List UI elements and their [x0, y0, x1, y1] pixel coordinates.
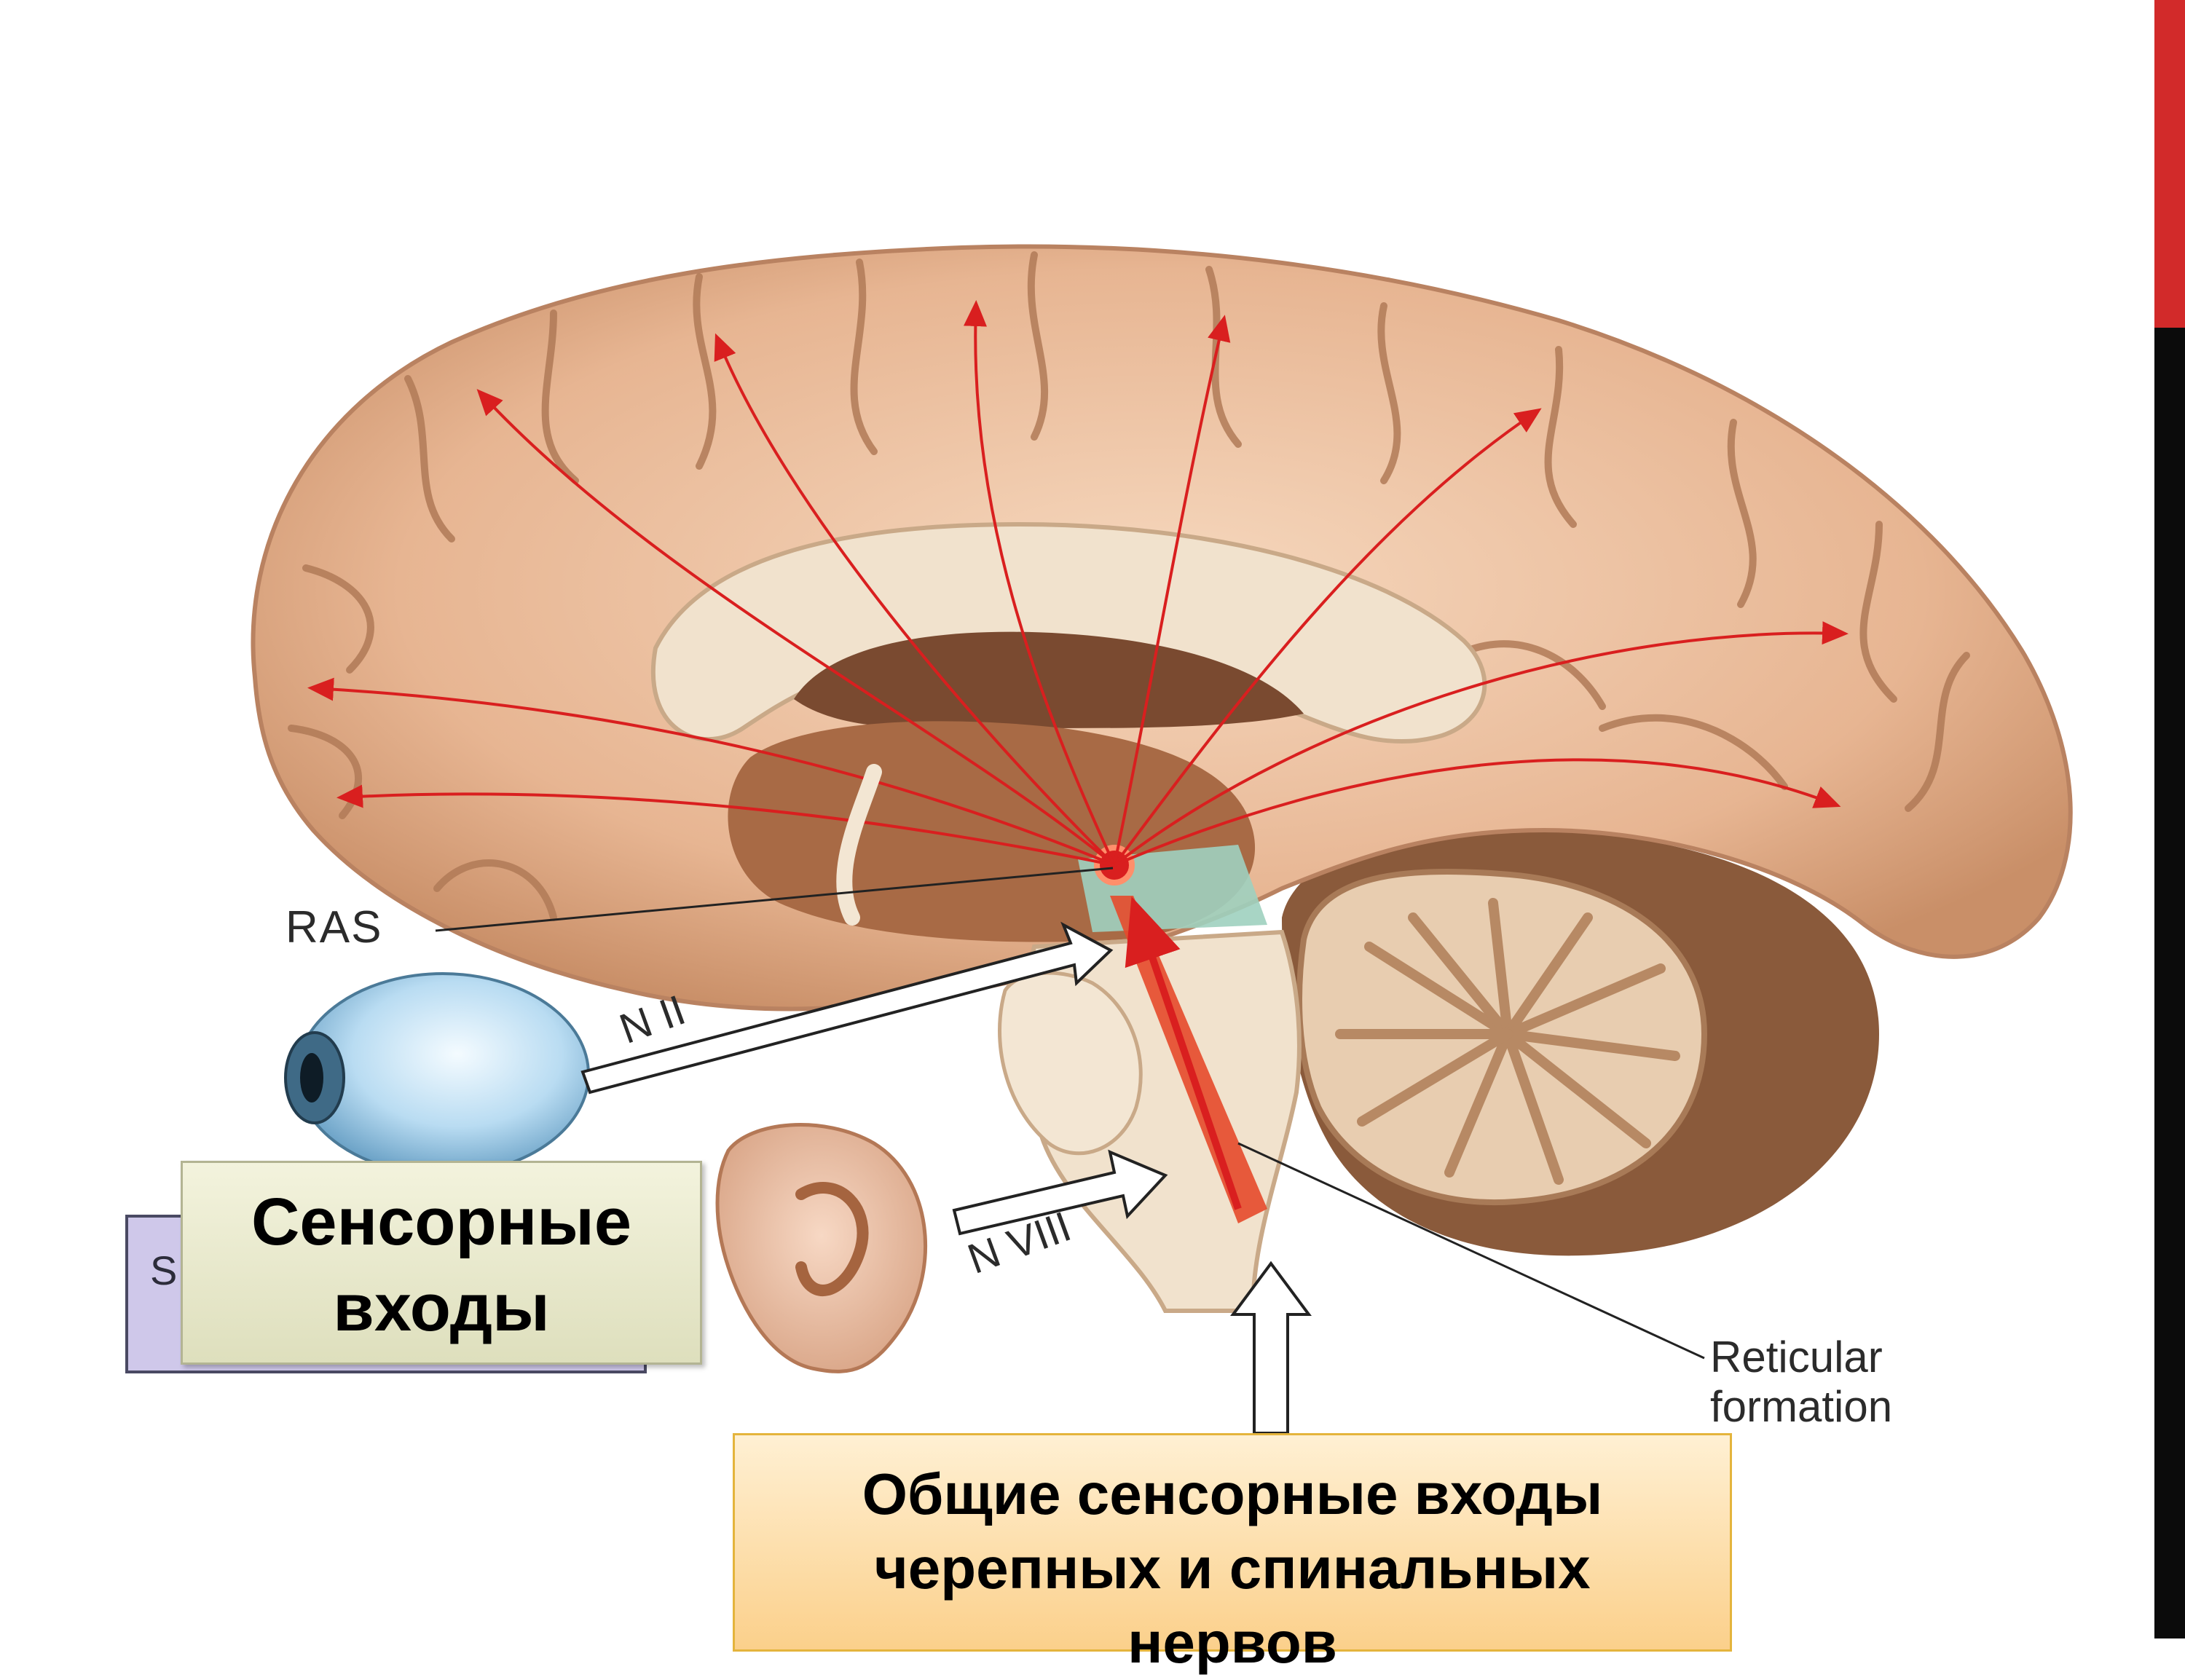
general-sensory-inputs-box: Общие сенсорные входы черепных и спиналь… — [733, 1433, 1732, 1675]
reticular-label-line2: formation — [1710, 1382, 1893, 1431]
hidden-box-text: S — [150, 1247, 178, 1293]
brain-diagram — [251, 244, 2073, 1435]
eye-illustration — [284, 972, 590, 1176]
ascending-arrow — [1125, 896, 1242, 1210]
reticular-leader — [1237, 1142, 1705, 1360]
reticular-formation-label: Reticular formation — [1710, 1333, 1892, 1432]
ras-projections — [307, 300, 1849, 867]
gyri-folds — [288, 251, 1970, 921]
fornix — [836, 764, 882, 926]
reticular-label-line1: Reticular — [1710, 1333, 1883, 1381]
vestibulocochlear-arrow — [952, 1149, 1168, 1236]
general-line2: черепных и спинальных — [874, 1536, 1591, 1601]
sensory-inputs-box: Сенсорные входы — [181, 1161, 702, 1365]
spinal-input-arrow — [1230, 1261, 1312, 1435]
sensory-line2: входы — [333, 1271, 550, 1345]
slide-accent-red-bar — [2154, 0, 2185, 328]
slide-accent-black-bar — [2154, 328, 2185, 1638]
general-line1: Общие сенсорные входы — [862, 1462, 1603, 1526]
arbor-vitae-branches — [1335, 898, 1680, 1185]
general-line3: нервов — [1127, 1610, 1337, 1675]
sensory-line1: Сенсорные — [251, 1185, 632, 1259]
ras-leader — [435, 867, 1114, 932]
ear-illustration — [715, 1123, 928, 1373]
slide: RAS N II N VIII Reticular formation S Се… — [125, 0, 2185, 1675]
ras-label: RAS — [286, 902, 383, 953]
optic-nerve-arrow — [580, 921, 1114, 1095]
